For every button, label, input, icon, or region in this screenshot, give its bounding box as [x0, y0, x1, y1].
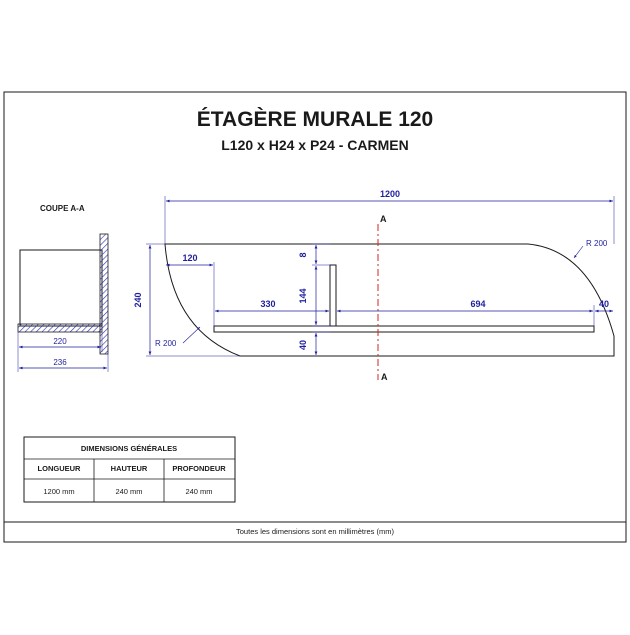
vertical-divider [329, 264, 337, 327]
sheet-border [3, 91, 627, 543]
radius-bottom-left-leader [182, 326, 201, 344]
dim-length: 1200 [380, 189, 400, 199]
section-dim-depth: 220 [53, 337, 67, 346]
table-title: DIMENSIONS GÉNÉRALES [81, 444, 177, 453]
cut-marker-top: A [380, 214, 387, 224]
table-header-length: LONGUEUR [38, 464, 82, 473]
lower-shelf-board [213, 325, 595, 333]
dim-bottom: 40 [298, 340, 308, 350]
section-shelf-body [19, 249, 103, 327]
table-value-height: 240 mm [115, 487, 142, 496]
section-label: COUPE A-A [40, 204, 85, 213]
section-bottom-plate [17, 323, 103, 333]
footer-note: Toutes les dimensions sont en millimètre… [236, 527, 394, 536]
shelf-outline [164, 243, 615, 357]
front-view: A A 1200 240 120 330 694 40 8 1 [133, 189, 615, 382]
table-header-depth: PROFONDEUR [172, 464, 226, 473]
dim-left-offset: 120 [182, 253, 197, 263]
table-header-height: HAUTEUR [111, 464, 148, 473]
drawing-title: ÉTAGÈRE MURALE 120 [197, 108, 434, 131]
drawing-subtitle: L120 x H24 x P24 - CARMEN [221, 137, 409, 153]
section-view: COUPE A-A 220 236 [17, 204, 109, 372]
dim-left-shelf: 330 [260, 299, 275, 309]
radius-top-right: R 200 [586, 239, 608, 248]
cut-marker-bottom: A [381, 372, 388, 382]
table-value-length: 1200 mm [43, 487, 74, 496]
dim-top-gap: 8 [298, 252, 308, 257]
radius-top-right-leader [573, 245, 584, 259]
dim-divider: 144 [298, 288, 308, 303]
dim-right-shelf: 694 [470, 299, 485, 309]
dimensions-table: DIMENSIONS GÉNÉRALES LONGUEUR HAUTEUR PR… [23, 436, 236, 503]
section-back-plate [99, 233, 109, 355]
dim-right-end: 40 [599, 299, 609, 309]
dim-height: 240 [133, 292, 143, 307]
table-value-depth: 240 mm [185, 487, 212, 496]
section-dim-total: 236 [53, 358, 67, 367]
radius-bottom-left: R 200 [155, 339, 177, 348]
